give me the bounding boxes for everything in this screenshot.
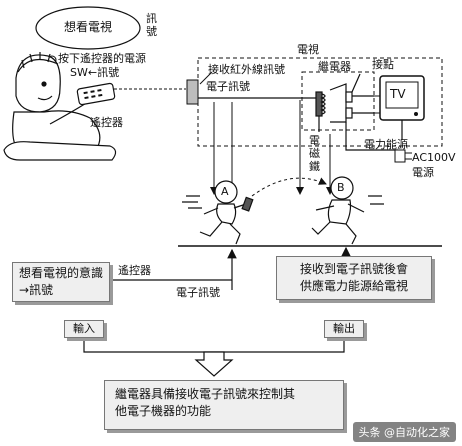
electronic-signal-label-2: 電子訊號 (176, 286, 220, 299)
input-tag: 輸入 (64, 320, 104, 338)
intent-line-1: 想看電視的意識 (19, 266, 104, 280)
runner-a-label: A (221, 185, 229, 198)
power-source-label: 電力能源 (364, 138, 408, 151)
summary-box: 繼電器具備接收電子訊號來控制其 他電子機器的功能 (104, 380, 344, 430)
electromagnet-char-1: 電 (309, 134, 320, 147)
intent-box: 想看電視的意識 →訊號 (12, 262, 110, 302)
merge-arrow (194, 351, 234, 377)
remote-control-icon (76, 82, 116, 106)
remote-label-2: 遙控器 (118, 264, 151, 277)
relay-contact-icon (329, 73, 374, 123)
ir-receive-label: 接收紅外線訊號 (208, 63, 285, 76)
signal-arc (251, 177, 327, 197)
sw-signal-text: SW←訊號 (70, 66, 120, 79)
runner-b-label: B (337, 181, 345, 194)
signal-char-2: 號 (146, 25, 157, 38)
electromagnet-char-3: 鐵 (309, 160, 320, 173)
power-line-1: 接收到電子訊號後會 (299, 262, 408, 276)
bubble-text: 想看電視 (64, 20, 113, 34)
tv-screen-label: TV (390, 87, 406, 101)
power-plug-icon (394, 149, 412, 163)
runner-b-figure (311, 176, 384, 245)
electronic-signal-label: 電子訊號 (206, 80, 250, 93)
signal-char-1: 訊 (146, 12, 157, 25)
remote-label: 遙控器 (90, 116, 123, 129)
press-remote-text: 按下遙控器的電源 (58, 52, 146, 65)
output-line (214, 338, 345, 353)
watermark: 头条 @自动化之家 (352, 422, 456, 442)
power-supply-box: 接收到電子訊號後會 供應電力能源給電視 (276, 256, 432, 300)
intent-line-2: →訊號 (19, 283, 54, 297)
electromagnet-char-2: 磁 (309, 147, 320, 160)
relay-label: 繼電器 (318, 60, 351, 73)
output-tag: 輸出 (324, 320, 364, 338)
tv-label: 電視 (297, 43, 319, 56)
summary-line-2: 他電子機器的功能 (115, 404, 212, 418)
mains-label: 電源 (412, 166, 434, 179)
electromagnet-icon (315, 91, 326, 132)
tv-icon (379, 75, 425, 121)
contact-label: 接點 (372, 58, 394, 71)
ac-voltage-label: AC100V (412, 151, 456, 164)
summary-line-1: 繼電器具備接收電子訊號來控制其 (115, 387, 296, 401)
runner-a-figure (182, 180, 254, 245)
ir-receiver-icon (186, 79, 199, 105)
input-line (83, 338, 214, 353)
power-line-2: 供應電力能源給電視 (299, 279, 408, 293)
person-illustration (3, 52, 117, 161)
relay-box (301, 71, 375, 131)
